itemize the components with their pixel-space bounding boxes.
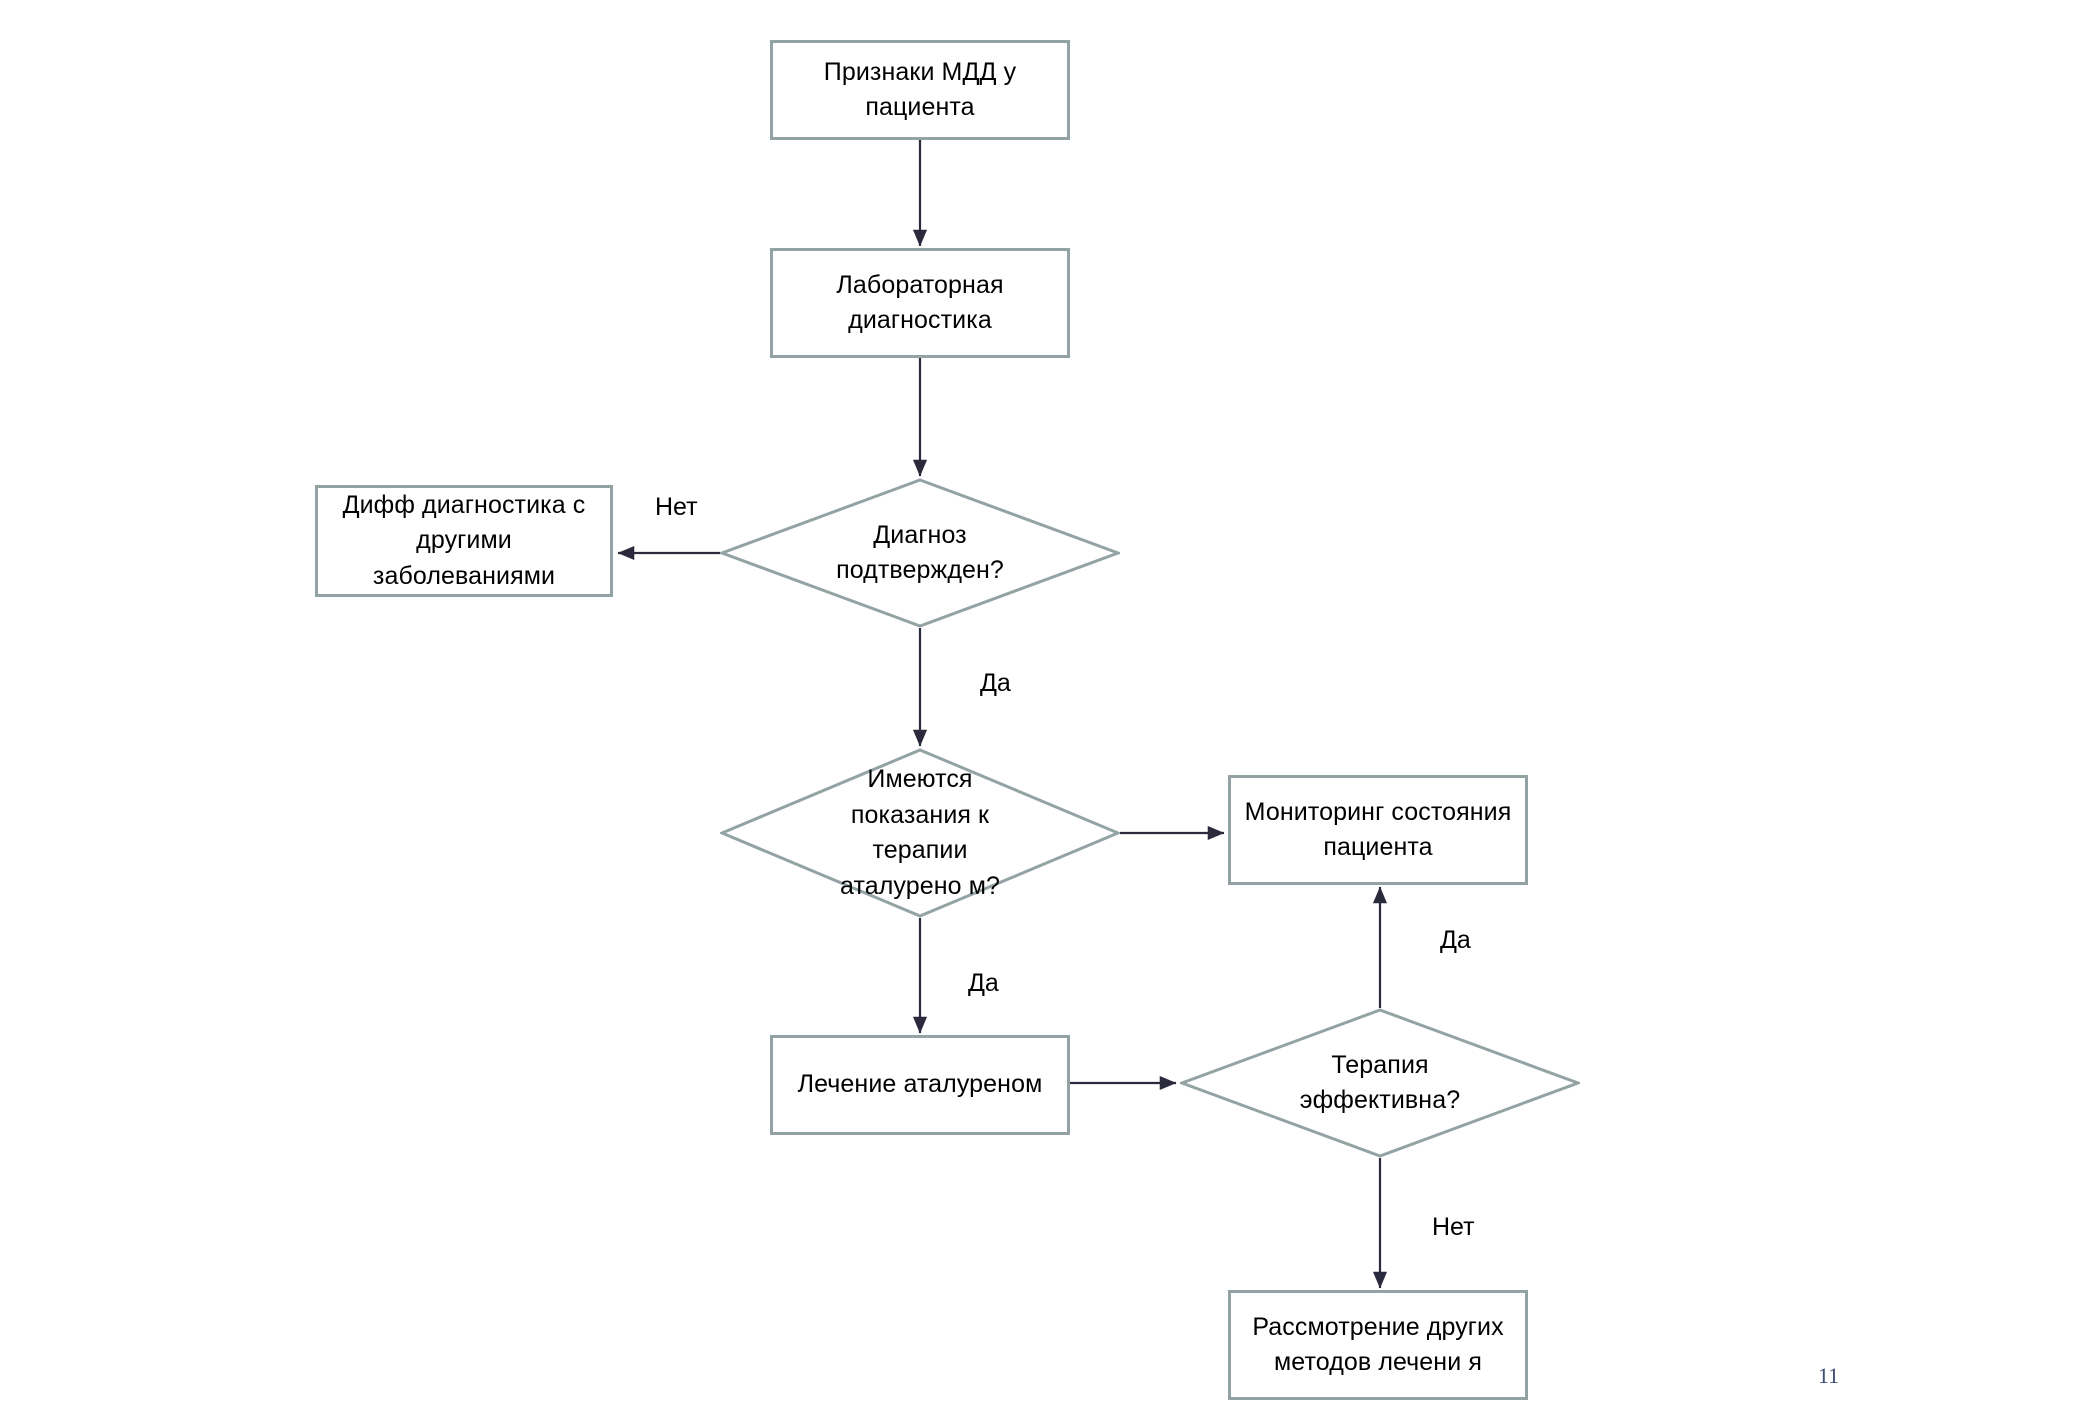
- node-label: Признаки МДД у пациента: [823, 57, 1017, 122]
- edge-label-yes-indications: Да: [968, 969, 999, 997]
- node-label: Рассмотрение других методов лечени я: [1252, 1312, 1504, 1377]
- node-diagnosis-confirmed-decision[interactable]: Диагноз подтвержден?: [720, 478, 1120, 628]
- node-label: Диагноз подтвержден?: [836, 520, 1004, 585]
- node-patient-monitoring[interactable]: Мониторинг состояния пациента: [1228, 775, 1528, 885]
- node-laboratory-diagnostics[interactable]: Лабораторная диагностика: [770, 248, 1070, 358]
- edge-label-no-effective: Нет: [1432, 1213, 1475, 1241]
- diamond-shape: [1180, 1008, 1580, 1158]
- node-label: Дифф диагностика с другими заболеваниями: [342, 490, 586, 590]
- node-label: Терапия эффективна?: [1299, 1050, 1461, 1115]
- node-label: Лабораторная диагностика: [836, 270, 1004, 335]
- edge-label-no-diagnosis: Нет: [655, 493, 698, 521]
- node-label: Лечение аталуреном: [797, 1070, 1043, 1099]
- node-differential-diagnosis[interactable]: Дифф диагностика с другими заболеваниями: [315, 485, 613, 597]
- edge-label-yes-diagnosis: Да: [980, 669, 1011, 697]
- node-other-treatment-methods[interactable]: Рассмотрение других методов лечени я: [1228, 1290, 1528, 1400]
- node-label: Имеются показания к терапии аталурено м?: [840, 765, 1000, 900]
- diamond-shape: [720, 748, 1120, 918]
- node-signs-of-dmd[interactable]: Признаки МДД у пациента: [770, 40, 1070, 140]
- node-ataluren-treatment[interactable]: Лечение аталуреном: [770, 1035, 1070, 1135]
- node-ataluren-indications-decision[interactable]: Имеются показания к терапии аталурено м?: [720, 748, 1120, 918]
- edge-label-yes-effective: Да: [1440, 926, 1471, 954]
- node-therapy-effective-decision[interactable]: Терапия эффективна?: [1180, 1008, 1580, 1158]
- diamond-shape: [720, 478, 1120, 628]
- node-label: Мониторинг состояния пациента: [1244, 797, 1512, 862]
- page-number: 11: [1818, 1363, 1840, 1388]
